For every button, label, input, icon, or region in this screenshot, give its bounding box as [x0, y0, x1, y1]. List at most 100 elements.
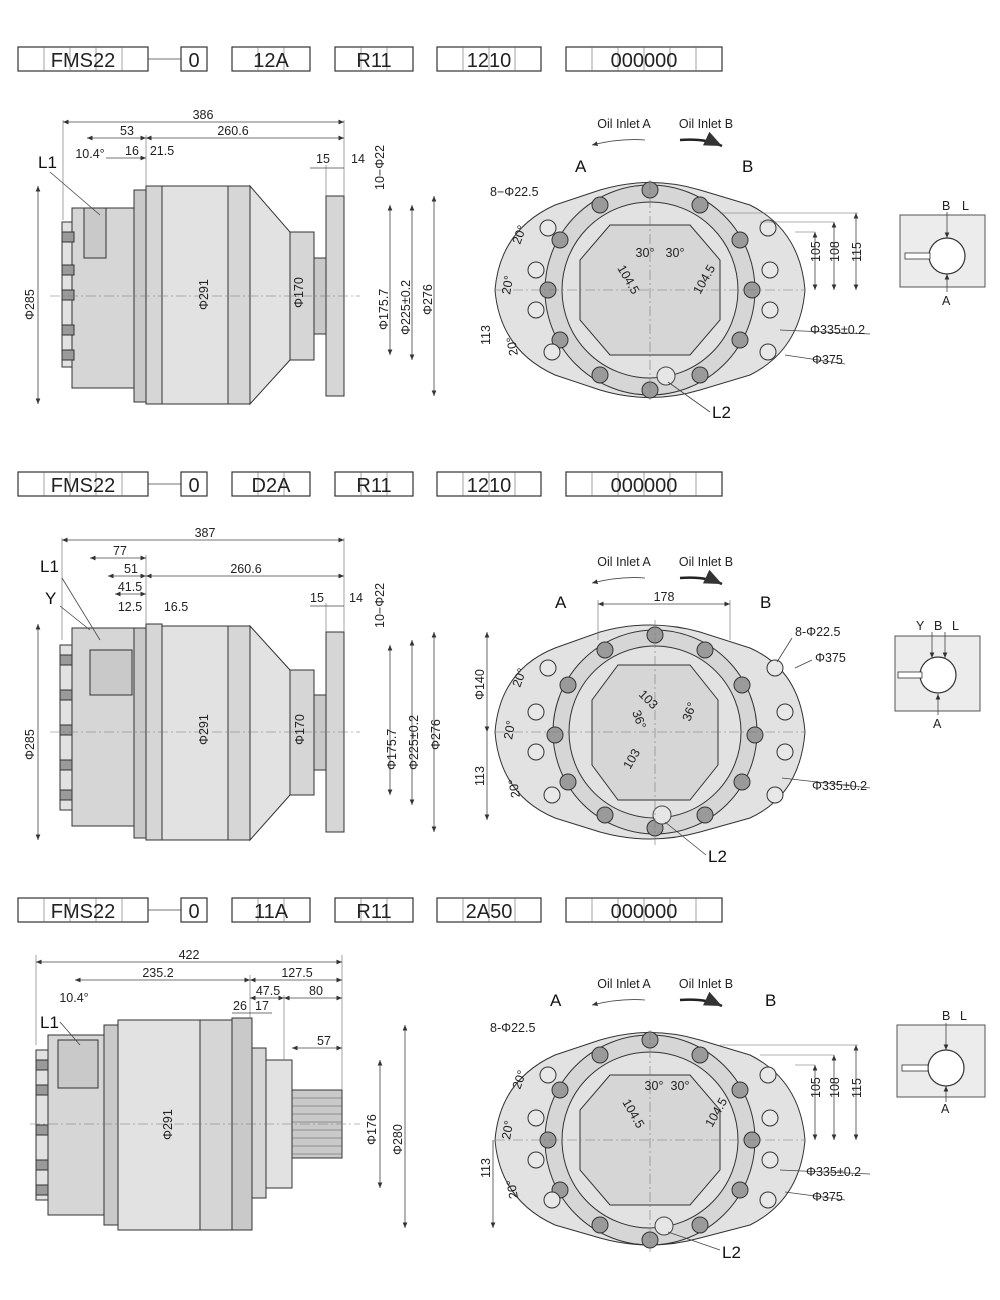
dim-phi175: Φ175.7 [377, 289, 391, 330]
port-label-l2: L2 [708, 847, 727, 866]
port-schematic-3: B L A [896, 1009, 986, 1116]
dim-115: 115 [850, 242, 864, 262]
dim-178: 178 [654, 590, 675, 604]
dim-overall: 386 [193, 108, 214, 122]
port-label-l1: L1 [40, 557, 59, 576]
dim-angle: 10.4° [59, 991, 88, 1005]
dim-phi280: Φ280 [391, 1124, 405, 1155]
dim-overall: 422 [179, 948, 200, 962]
dim-angle-1: 20° [510, 223, 530, 246]
dim-phi375: Φ375 [812, 1190, 843, 1204]
dim-127-5: 127.5 [281, 966, 312, 980]
dim-phi375: Φ375 [812, 353, 843, 367]
dim-holes-front: 8-Φ22.5 [795, 625, 840, 639]
dim-angle-3: 20° [504, 336, 521, 357]
dim-30-a: 30° [645, 1079, 664, 1093]
dim-105: 105 [809, 1077, 823, 1098]
dim-260-6: 260.6 [230, 562, 261, 576]
dim-phi285: Φ285 [23, 289, 37, 320]
code-segment: FMS22 [51, 50, 115, 72]
port-label-l1: L1 [38, 153, 57, 172]
oil-inlet-a-label: Oil Inlet A [597, 555, 651, 569]
dim-holes: 10−Φ22 [373, 145, 387, 190]
side-view-3: 422 235.2 127.5 47.5 80 26 17 57 10.4° L… [30, 948, 408, 1231]
dim-phi225: Φ225±0.2 [407, 715, 421, 770]
dim-77: 77 [113, 544, 127, 558]
port-label-l2: L2 [712, 403, 731, 422]
dim-113: 113 [479, 325, 493, 345]
dim-phi335: Φ335±0.2 [806, 1165, 861, 1179]
dim-21-5: 21.5 [150, 144, 174, 158]
code-segment: 2A50 [466, 901, 513, 923]
code-segment: 1210 [467, 50, 512, 72]
dim-15: 15 [310, 591, 324, 605]
model-code-2: FMS22 0 D2A R11 1210 000000 [17, 471, 723, 497]
dim-angle-2: 20° [501, 719, 518, 740]
code-segment: R11 [356, 475, 391, 497]
code-segment: FMS22 [51, 475, 115, 497]
code-segment: 000000 [611, 901, 678, 923]
dim-angle: 10.4° [75, 147, 104, 161]
port-label-l2: L2 [722, 1243, 741, 1262]
dim-108: 108 [828, 1077, 842, 1098]
front-view-3: Oil Inlet A Oil Inlet B A B L2 8-Φ22.5 2… [479, 977, 871, 1262]
dim-angle-1: 20° [510, 666, 530, 689]
dim-angle-3: 20° [504, 1179, 521, 1200]
dim-16: 16 [125, 144, 139, 158]
dim-16-5: 16.5 [164, 600, 188, 614]
port-schematic-1: B L A [899, 199, 986, 308]
schem-label-l: L [960, 1009, 967, 1023]
code-segment: 12A [253, 50, 289, 72]
dim-phi291: Φ291 [197, 714, 211, 745]
dim-phi140: Φ140 [473, 669, 487, 700]
dim-angle-3: 20° [506, 778, 523, 799]
schem-label-a: A [941, 1102, 950, 1116]
dim-12-5: 12.5 [118, 600, 142, 614]
dim-14: 14 [349, 591, 363, 605]
oil-inlet-a-label: Oil Inlet A [597, 117, 651, 131]
code-segment: R11 [356, 50, 391, 72]
dim-15: 15 [316, 152, 330, 166]
dim-phi375: Φ375 [815, 651, 846, 665]
port-label-b: B [760, 593, 771, 612]
port-label-b: B [742, 157, 753, 176]
dim-113: 113 [473, 766, 487, 786]
oil-inlet-b-label: Oil Inlet B [679, 117, 733, 131]
oil-inlet-b-label: Oil Inlet B [679, 555, 733, 569]
dim-angle-2: 20° [499, 274, 516, 295]
dim-53: 53 [120, 124, 134, 138]
oil-inlet-b-label: Oil Inlet B [679, 977, 733, 991]
dim-phi285: Φ285 [23, 729, 37, 760]
code-segment: R11 [356, 901, 391, 923]
dim-36-a: 36° [629, 708, 649, 731]
model-code-3: FMS22 0 11A R11 2A50 000000 [17, 897, 723, 923]
code-segment: 000000 [611, 50, 678, 72]
dim-260-6: 260.6 [217, 124, 248, 138]
dim-41-5: 41.5 [118, 580, 142, 594]
dim-113: 113 [479, 1158, 493, 1178]
front-view-2: Oil Inlet A Oil Inlet B A B 178 L2 8-Φ22… [473, 555, 871, 866]
dim-57: 57 [317, 1034, 331, 1048]
dim-angle-2: 20° [499, 1119, 516, 1140]
port-schematic-2: Y B L A [894, 619, 981, 731]
dim-phi276: Φ276 [421, 284, 435, 315]
schem-label-a: A [933, 717, 942, 731]
dim-phi291: Φ291 [197, 279, 211, 310]
model-code-1: FMS22 0 12A R11 1210 000000 [17, 46, 723, 72]
code-segment: 0 [188, 50, 199, 72]
port-label-a: A [550, 991, 562, 1010]
dim-47-5: 47.5 [256, 984, 280, 998]
schem-label-b: B [942, 199, 950, 213]
code-segment: 0 [188, 901, 199, 923]
port-label-b: B [765, 991, 776, 1010]
code-segment: 0 [188, 475, 199, 497]
port-label-a: A [555, 593, 567, 612]
dim-17: 17 [255, 999, 269, 1013]
dim-overall: 387 [195, 526, 216, 540]
schem-label-l: L [952, 619, 959, 633]
dim-phi335: Φ335±0.2 [812, 779, 867, 793]
dim-holes: 10−Φ22 [373, 583, 387, 628]
dim-phi176: Φ176 [365, 1114, 379, 1145]
dim-phi170: Φ170 [292, 277, 306, 308]
